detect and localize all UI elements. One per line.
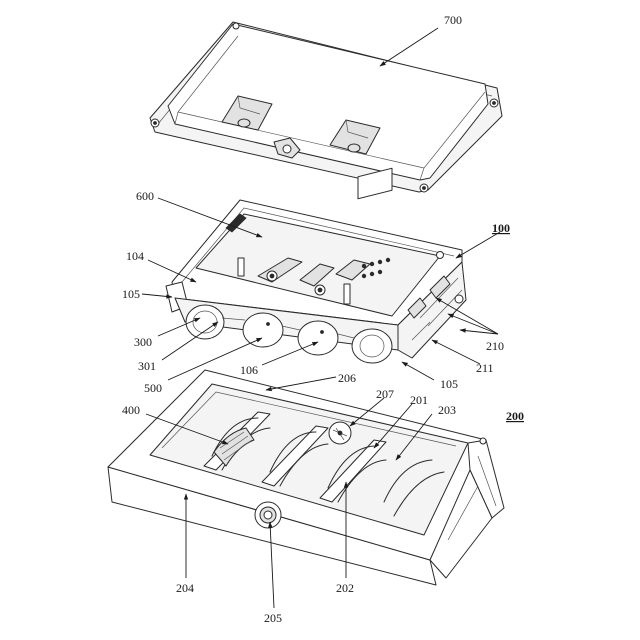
label-200: 200 (506, 409, 524, 423)
label-201: 201 (410, 393, 428, 407)
label-206: 206 (338, 371, 356, 385)
label-106: 106 (240, 363, 258, 377)
label-203: 203 (438, 403, 456, 417)
label-301: 301 (138, 359, 156, 373)
label-104: 104 (126, 249, 144, 263)
label-205: 205 (264, 611, 282, 625)
label-207: 207 (376, 387, 394, 401)
connector-207-icon (329, 422, 351, 444)
label-700: 700 (444, 13, 462, 27)
label-600: 600 (136, 189, 154, 203)
cover-700 (150, 22, 502, 192)
label-202: 202 (336, 581, 354, 595)
label-211: 211 (476, 361, 494, 375)
connector-205-icon (255, 502, 281, 528)
label-105-left: 105 (122, 287, 140, 301)
label-300: 300 (134, 335, 152, 349)
label-105-right: 105 (440, 377, 458, 391)
label-100: 100 (492, 221, 510, 235)
label-500: 500 (144, 381, 162, 395)
label-400: 400 (122, 403, 140, 417)
label-210: 210 (486, 339, 504, 353)
label-204: 204 (176, 581, 194, 595)
module-100 (166, 168, 466, 363)
